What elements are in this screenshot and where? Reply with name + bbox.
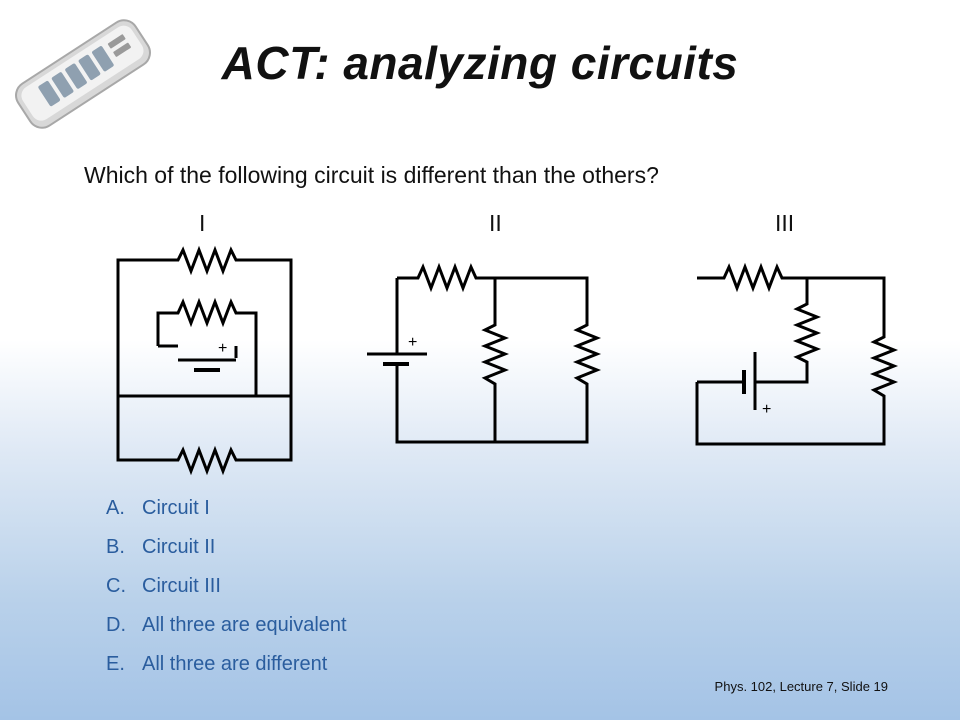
answer-letter: C. [106, 575, 126, 597]
answer-option-d[interactable]: D. All three are equivalent [106, 614, 347, 653]
circuit-iii-plus-sign: + [762, 401, 771, 418]
circuit-ii-plus-sign: + [408, 334, 417, 351]
circuit-ii-outer-loop [395, 262, 602, 444]
answer-text: Circuit I [142, 497, 210, 519]
circuit-i-outer-loop [116, 245, 293, 476]
circuit-label-i: I [199, 210, 206, 236]
answer-option-c[interactable]: C. Circuit III [106, 575, 347, 614]
answer-list: A. Circuit I B. Circuit II C. Circuit III D… [106, 497, 347, 692]
circuit-i-inner-branch [156, 297, 258, 396]
answer-text: All three are different [142, 653, 328, 675]
answer-letter: E. [106, 653, 125, 675]
circuit-label-iii: III [775, 210, 795, 236]
answer-option-a[interactable]: A. Circuit I [106, 497, 347, 536]
clicker-remote-icon [15, 19, 151, 129]
circuit-ii-middle-branch [480, 278, 510, 442]
circuit-i-plus-sign: + [218, 340, 227, 357]
slide-footer: Phys. 102, Lecture 7, Slide 19 [714, 679, 888, 694]
circuit-label-ii: II [489, 210, 502, 236]
answer-letter: D. [106, 614, 126, 636]
answer-text: All three are equivalent [142, 614, 347, 636]
circuit-i-battery-wires [158, 344, 238, 358]
circuit-iii-middle-branch [755, 278, 822, 384]
circuit-i: + [116, 245, 293, 476]
answer-text: Circuit III [142, 575, 221, 597]
circuit-ii: + [367, 262, 602, 444]
question-text: Which of the following circuit is differ… [84, 162, 659, 188]
answer-option-e[interactable]: E. All three are different [106, 653, 347, 692]
answer-option-b[interactable]: B. Circuit II [106, 536, 347, 575]
circuit-iii-outer-loop [695, 262, 899, 446]
answer-text: Circuit II [142, 536, 216, 558]
slide-title: ACT: analyzing circuits [221, 37, 739, 89]
circuit-iii: + [695, 262, 899, 446]
answer-letter: B. [106, 536, 125, 558]
answer-letter: A. [106, 497, 125, 519]
